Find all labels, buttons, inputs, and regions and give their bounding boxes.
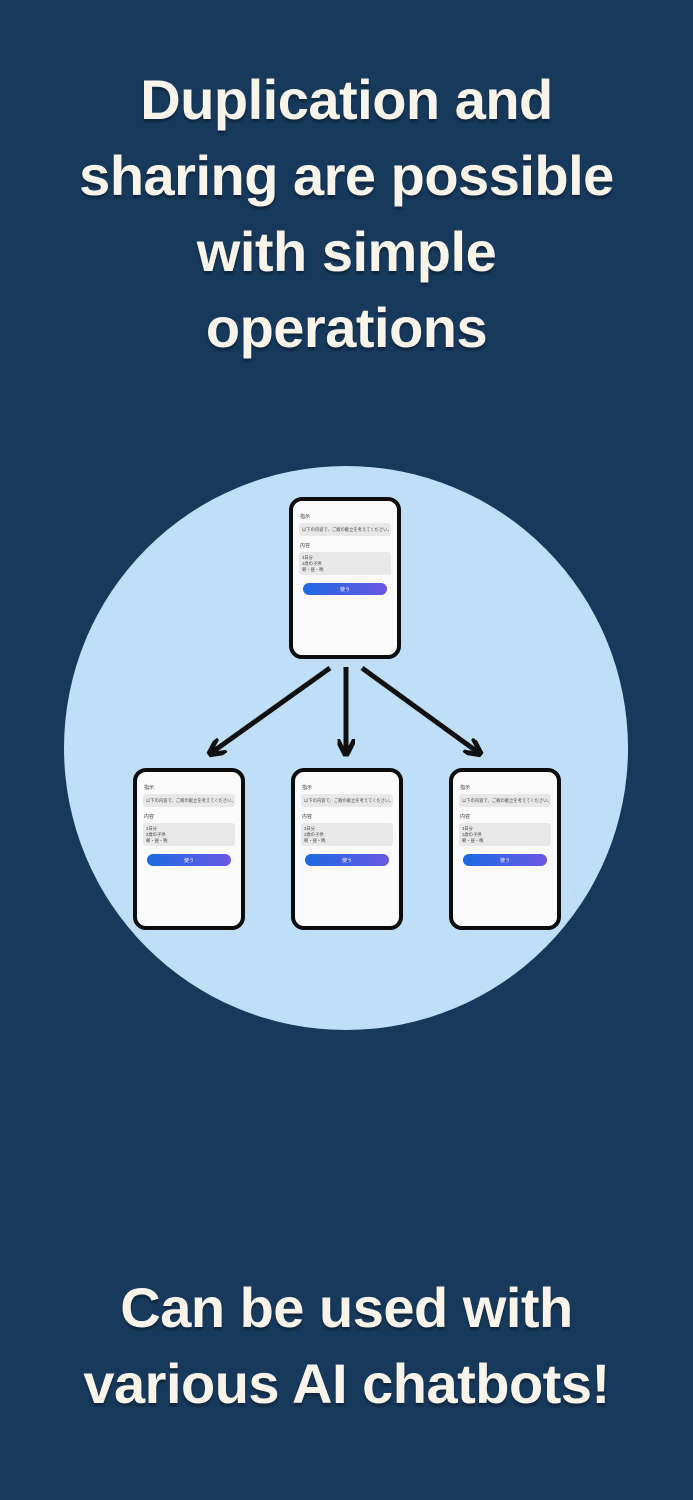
headline-top-line: with simple [196,220,497,283]
content-line: 3日分 [462,826,473,831]
instruction-label: 指示 [302,785,313,791]
content-line: 朝・昼・晩 [302,566,324,572]
content-line: 3日分 [302,555,313,560]
use-button[interactable]: 使う [463,854,547,866]
arrow-diagonal-left-down-icon [211,665,332,753]
content-line: 3日分 [146,826,157,831]
headline-bottom-line: various AI chatbots! [83,1352,610,1415]
headline-bottom: Can be used with various AI chatbots! [0,1270,693,1422]
prompt-card-original: 指示 以下の内容で、ご飯の献立を考えてください。 内容 3日分 2歳の子供 朝・… [289,497,401,659]
headline-top: Duplication and sharing are possible wit… [0,62,693,366]
instruction-field[interactable]: 以下の内容で、ご飯の献立を考えてください。 [301,794,393,807]
content-line: 朝・昼・晩 [146,837,168,843]
content-line: 2歳の子供 [302,560,322,566]
headline-bottom-line: Can be used with [120,1276,573,1339]
instruction-field[interactable]: 以下の内容で、ご飯の献立を考えてください。 [299,523,391,536]
instruction-label: 指示 [460,785,471,791]
content-line: 朝・昼・晩 [304,837,326,843]
content-line: 2歳の子供 [304,831,324,837]
content-line: 2歳の子供 [462,831,482,837]
content-label: 内容 [144,814,155,820]
content-field[interactable]: 3日分 2歳の子供 朝・昼・晩 [143,823,235,846]
prompt-card-copy-1: 指示 以下の内容で、ご飯の献立を考えてください。 内容 3日分 2歳の子供 朝・… [133,768,245,930]
instruction-label: 指示 [144,785,155,791]
content-label: 内容 [300,543,311,549]
content-field[interactable]: 3日分 2歳の子供 朝・昼・晩 [301,823,393,846]
content-label: 内容 [460,814,471,820]
prompt-card-copy-2: 指示 以下の内容で、ご飯の献立を考えてください。 内容 3日分 2歳の子供 朝・… [291,768,403,930]
duplicate-arrows [150,665,550,772]
use-button[interactable]: 使う [305,854,389,866]
content-field[interactable]: 3日分 2歳の子供 朝・昼・晩 [459,823,551,846]
use-button[interactable]: 使う [303,583,387,595]
content-label: 内容 [302,814,313,820]
content-line: 3日分 [304,826,315,831]
arrow-diagonal-right-down-icon [360,665,479,753]
headline-top-line: sharing are possible [79,144,614,207]
instruction-label: 指示 [300,514,311,520]
content-line: 2歳の子供 [146,831,166,837]
content-field[interactable]: 3日分 2歳の子供 朝・昼・晩 [299,552,391,575]
instruction-field[interactable]: 以下の内容で、ご飯の献立を考えてください。 [459,794,551,807]
headline-top-line: operations [205,296,488,359]
instruction-field[interactable]: 以下の内容で、ご飯の献立を考えてください。 [143,794,235,807]
headline-top-line: Duplication and [140,68,553,131]
use-button[interactable]: 使う [147,854,231,866]
content-line: 朝・昼・晩 [462,837,484,843]
prompt-card-copy-3: 指示 以下の内容で、ご飯の献立を考えてください。 内容 3日分 2歳の子供 朝・… [449,768,561,930]
